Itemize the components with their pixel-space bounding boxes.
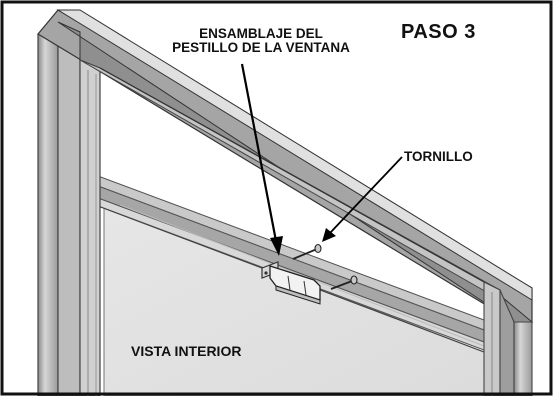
left-jamb (37, 20, 101, 396)
latch-callout-arrow (240, 63, 283, 256)
sash-glass (103, 205, 485, 396)
latch-assembly-label-line2: PESTILLO DE LA VENTANA (172, 40, 350, 56)
screw-lower (330, 275, 358, 290)
step-title: PASO 3 (401, 21, 476, 43)
screw-callout-arrow (322, 156, 403, 242)
view-label: VISTA INTERIOR (131, 343, 242, 359)
latch-assembly-label: ENSAMBLAJE DEL PESTILLO DE LA VENTANA (136, 26, 386, 56)
right-jamb (483, 281, 533, 396)
window-latch (261, 261, 321, 305)
top-header (37, 9, 534, 323)
latch-assembly-label-line1: ENSAMBLAJE DEL (199, 26, 323, 41)
screw-label: TORNILLO (404, 149, 473, 164)
screw-upper (292, 243, 322, 260)
